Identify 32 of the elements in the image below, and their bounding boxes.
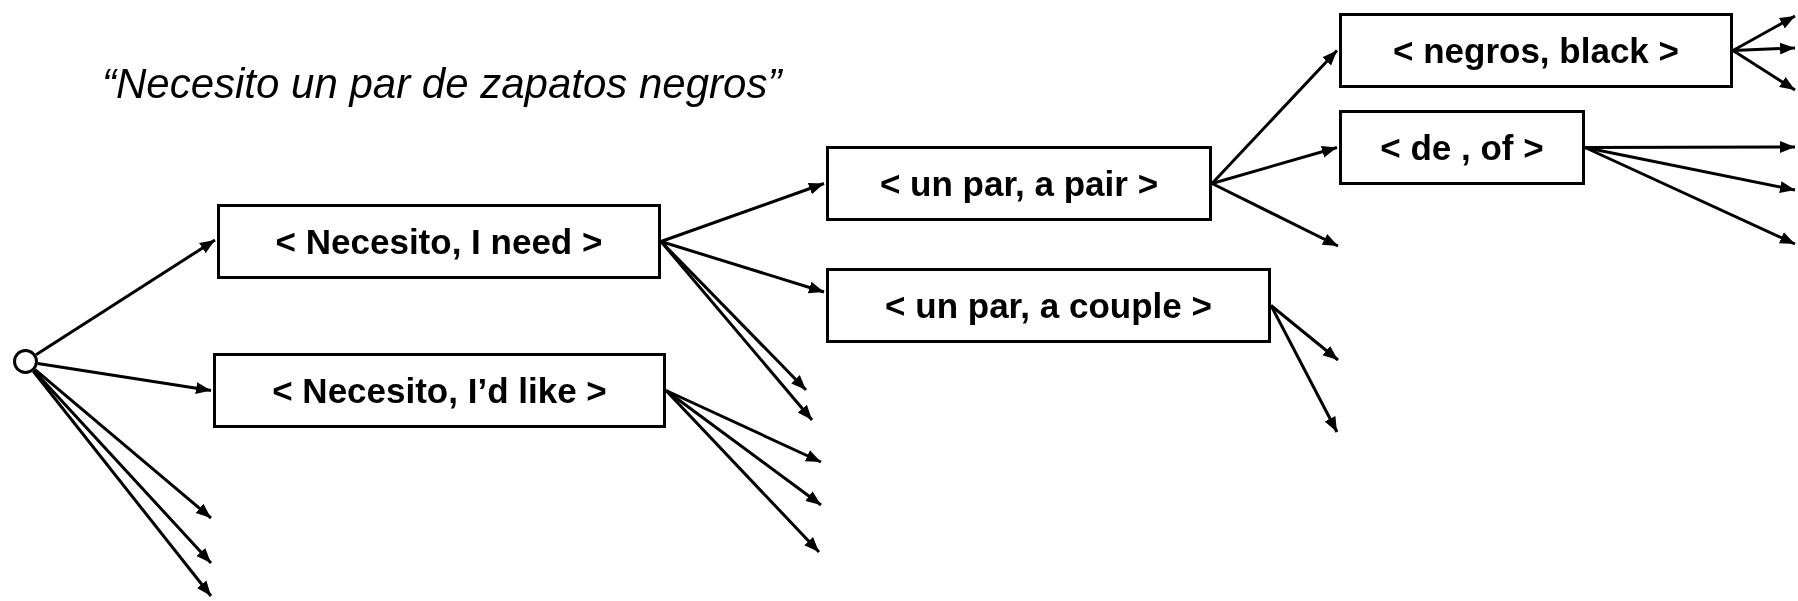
arrow xyxy=(35,238,216,356)
arrow xyxy=(1732,49,1796,92)
arrow xyxy=(1211,145,1338,185)
arrow xyxy=(665,389,822,464)
phrase-box xyxy=(217,204,661,279)
arrow xyxy=(664,389,821,554)
phrase-box xyxy=(826,268,1271,343)
example-sentence: “Necesito un par de zapatos negros” xyxy=(102,60,782,108)
phrase-pair: < negros, black > xyxy=(1393,30,1679,71)
arrow xyxy=(665,389,822,507)
arrow xyxy=(34,368,212,520)
phrase-pair: < un par, a pair > xyxy=(879,163,1159,204)
arrow xyxy=(1584,146,1796,193)
phrase-box xyxy=(213,353,666,428)
arrow xyxy=(1732,14,1796,52)
phrase-pair: < un par, a couple > xyxy=(885,285,1212,326)
arrow xyxy=(1270,304,1339,362)
phrase-pair: < de , of > xyxy=(1380,127,1544,168)
phrase-pair: < Necesito, I need > xyxy=(275,221,603,262)
arrow xyxy=(37,361,212,395)
arrow xyxy=(1584,146,1796,246)
arrow xyxy=(1732,42,1796,55)
phrase-box xyxy=(826,146,1212,221)
arrow xyxy=(1269,304,1339,433)
arrow xyxy=(1585,141,1795,154)
phrase-box xyxy=(1339,110,1585,185)
arrow xyxy=(660,182,825,243)
arrow xyxy=(1210,49,1339,185)
phrase-pair: < Necesito, I’d like > xyxy=(272,370,607,411)
phrase-box xyxy=(1339,13,1733,88)
start-circle xyxy=(13,349,38,374)
arrow xyxy=(1211,182,1339,248)
